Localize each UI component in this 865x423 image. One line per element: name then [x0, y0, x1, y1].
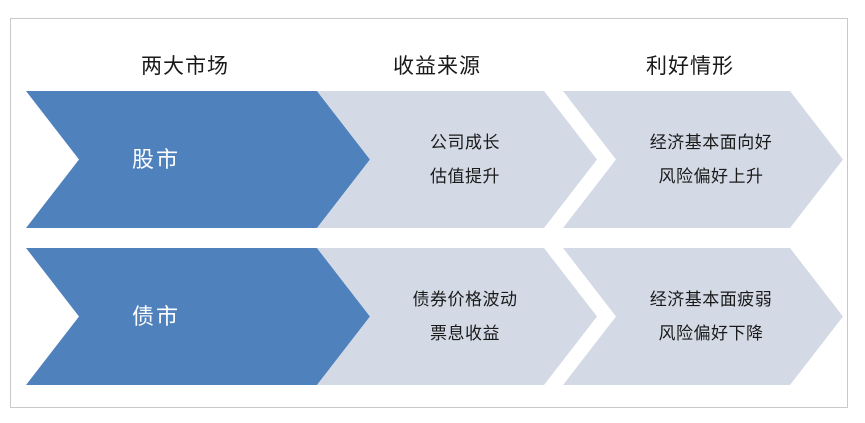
chevron-stock-return-sources[interactable]: 公司成长 估值提升	[317, 91, 597, 228]
chevron-stock-favorable-line2: 风险偏好上升	[658, 166, 764, 186]
chevron-stock-return-sources-line2: 估值提升	[430, 166, 500, 186]
chevron-bond-favorable-line1: 经济基本面疲弱	[649, 290, 773, 310]
chevron-stock-favorable-line1: 经济基本面向好	[649, 133, 773, 153]
chevron-bond-return-sources-text: 债券价格波动 票息收益	[413, 283, 518, 349]
chevron-bond-return-sources-line1: 债券价格波动	[412, 290, 518, 310]
chevron-stock-return-sources-line1: 公司成长	[430, 133, 500, 153]
chevron-bond-favorable-conditions[interactable]: 经济基本面疲弱 风险偏好下降	[563, 248, 843, 385]
chevron-market-bond-label: 债市	[131, 303, 180, 329]
chevron-stock-return-sources-text: 公司成长 估值提升	[430, 126, 500, 192]
column-header-markets: 两大市场	[141, 55, 229, 78]
chevron-bond-favorable-text: 经济基本面疲弱 风险偏好下降	[650, 283, 773, 349]
chevron-market-bond[interactable]: 债市	[26, 248, 370, 385]
chevron-stock-favorable-conditions[interactable]: 经济基本面向好 风险偏好上升	[563, 91, 843, 228]
column-header-return-sources: 收益来源	[393, 55, 481, 78]
chevron-stock-favorable-text: 经济基本面向好 风险偏好上升	[650, 126, 773, 192]
chevron-bond-return-sources-line2: 票息收益	[430, 323, 500, 343]
chevron-market-stock[interactable]: 股市	[26, 91, 370, 228]
chevron-market-stock-label: 股市	[131, 146, 180, 172]
chevron-bond-favorable-line2: 风险偏好下降	[658, 323, 764, 343]
column-header-favorable-conditions: 利好情形	[646, 55, 734, 78]
